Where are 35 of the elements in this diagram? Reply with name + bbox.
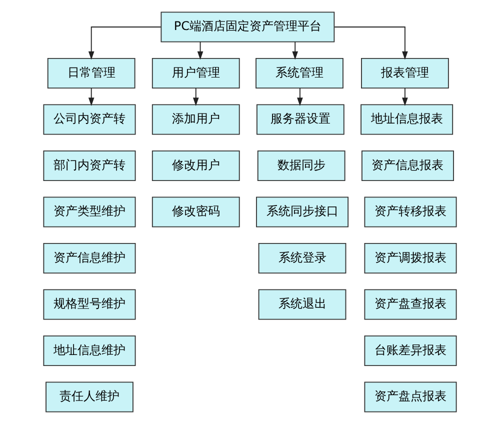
node-box: 数据同步 — [257, 150, 346, 181]
node-box: 资产盘查报表 — [364, 289, 457, 320]
arrow — [292, 41, 298, 60]
node-box: 系统退出 — [258, 289, 346, 320]
arrow — [88, 26, 162, 60]
arrow — [402, 88, 408, 106]
arrow — [192, 88, 199, 106]
node-box: 地址信息报表 — [360, 104, 454, 135]
arrow — [297, 88, 303, 106]
arrow — [197, 41, 204, 60]
node-box: 日常管理 — [47, 58, 136, 88]
node-box: 系统登录 — [258, 243, 346, 274]
node-box: 公司内资产转 — [43, 104, 136, 135]
node-box: 报表管理 — [361, 58, 449, 88]
node-box: 地址信息维护 — [43, 336, 136, 366]
node-box: 责任人维护 — [46, 382, 134, 412]
node-box: 台账差异报表 — [364, 336, 457, 366]
node-box: 规格型号维护 — [43, 289, 136, 320]
node-box: 添加用户 — [152, 104, 240, 135]
node-box: 系统管理 — [256, 58, 344, 88]
node-box: 资产信息报表 — [361, 150, 454, 181]
node-box: 服务器设置 — [256, 104, 344, 135]
node-box: 部门内资产转 — [43, 150, 136, 181]
arrow — [334, 26, 408, 60]
arrow — [88, 88, 94, 106]
node-box: 用户管理 — [152, 58, 240, 88]
node-box: 资产类型维护 — [43, 196, 136, 228]
node-box: 资产转移报表 — [364, 196, 457, 228]
node-box: 系统同步接口 — [256, 196, 349, 228]
node-box: PC端酒店固定资产管理平台 — [160, 12, 335, 42]
node-box: 资产调拨报表 — [364, 243, 457, 274]
node-box: 资产盘点报表 — [364, 382, 457, 412]
node-box: 修改用户 — [152, 150, 240, 181]
node-box: 资产信息维护 — [43, 243, 136, 274]
node-box: 修改密码 — [152, 196, 240, 228]
